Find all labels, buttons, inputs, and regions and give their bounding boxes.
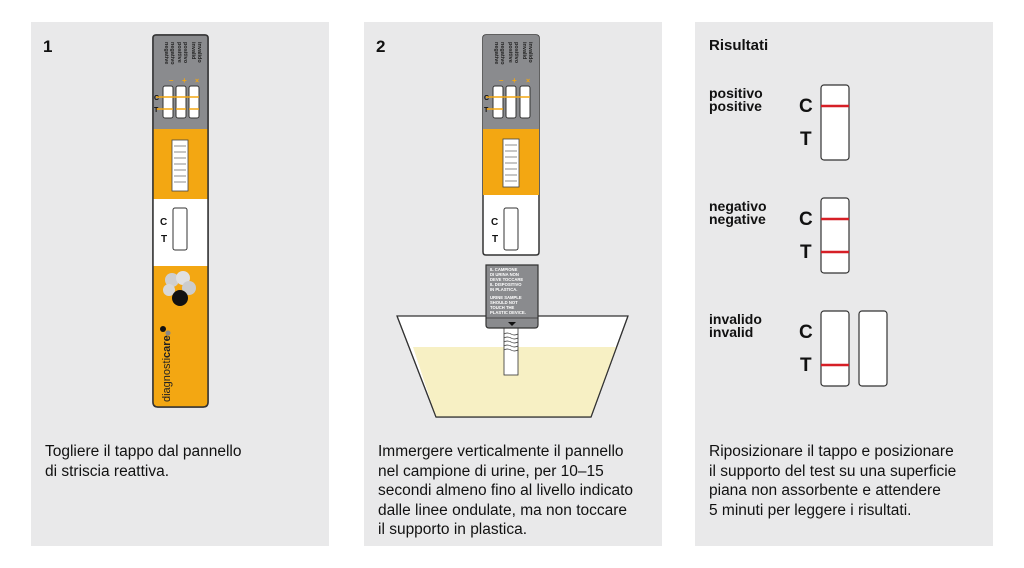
svg-text:positive: positive (507, 42, 513, 63)
svg-text:C: C (484, 95, 489, 102)
invalid-result-window-2 (858, 310, 888, 387)
caption-line: Togliere il tappo dal pannello (45, 443, 242, 460)
svg-text:T: T (492, 234, 498, 245)
svg-text:T: T (154, 107, 159, 114)
c-label: C (799, 209, 813, 230)
svg-text:C: C (154, 95, 159, 102)
svg-text:negativo: negativo (499, 42, 505, 65)
svg-text:invalido: invalido (196, 42, 202, 63)
caption-line: Immergere verticalmente il pannello (378, 443, 624, 460)
svg-text:URINE SAMPLE: URINE SAMPLE (490, 295, 522, 300)
svg-text:DI URINA NON: DI URINA NON (490, 272, 519, 277)
svg-text:positivo: positivo (182, 42, 188, 64)
result-negative-label: negativo negative (709, 198, 767, 227)
caption-line: il supporto in plastica. (378, 521, 528, 538)
invalid-result-window-1 (820, 310, 850, 387)
svg-text:invalid: invalid (190, 42, 196, 59)
svg-text:negativo: negativo (169, 42, 175, 65)
svg-text:–: – (169, 76, 174, 85)
results-panel: Risultati positivo positive negativo neg… (695, 22, 993, 546)
dipping-illustration: IL CAMPIONE DI URINA NON DEVE TOCCARE IL… (396, 34, 629, 418)
svg-text:negative: negative (163, 42, 169, 64)
step-2-number: 2 (376, 37, 386, 56)
svg-text:invalido: invalido (527, 42, 533, 63)
svg-text:IL DISPOSITIVO: IL DISPOSITIVO (490, 282, 522, 287)
svg-text:+: + (182, 76, 187, 85)
caption-line: Riposizionare il tappo e posizionare (709, 443, 954, 460)
svg-text:SHOULD NOT: SHOULD NOT (490, 300, 518, 305)
svg-text:positive: positive (176, 42, 182, 63)
positive-result-window (820, 84, 850, 161)
svg-text:+: + (512, 76, 517, 85)
t-label: T (800, 129, 812, 150)
step-1-panel: 1 negativo negative positivo positive in… (31, 22, 329, 546)
results-title: Risultati (709, 37, 769, 54)
svg-text:invalid: invalid (521, 42, 527, 59)
results-windows (820, 84, 888, 387)
caption-line: il supporto del test su una superficie (709, 462, 957, 480)
c-label: C (799, 322, 813, 343)
svg-text:C: C (491, 217, 498, 228)
svg-text:DEVE TOCCARE: DEVE TOCCARE (490, 277, 523, 282)
svg-text:×: × (195, 78, 199, 85)
results-caption: Riposizionare il tappo e posizionare il … (709, 442, 989, 520)
svg-text:T: T (161, 234, 167, 245)
c-label: C (799, 96, 813, 117)
caption-line: secondi almeno fino al livello indicato (378, 482, 634, 499)
caption-line: nel campione di urine, per 10–15 (378, 462, 604, 480)
svg-text:IN PLASTICA.: IN PLASTICA. (490, 287, 517, 292)
svg-text:IL CAMPIONE: IL CAMPIONE (490, 267, 518, 272)
step-1-caption: Togliere il tappo dal pannello di strisc… (45, 442, 325, 481)
svg-text:PLASTIC DEVICE.: PLASTIC DEVICE. (490, 310, 526, 315)
test-device-illustration: negativo negative positivo positive inva… (152, 34, 209, 408)
brand-logo: diagnosticare (161, 335, 173, 402)
svg-text:–: – (499, 76, 504, 85)
caption-line: di striscia reattiva. (45, 462, 170, 480)
caption-line: dalle linee ondulate, ma non toccare (378, 501, 628, 519)
result-invalid-label: invalido invalid (709, 311, 762, 340)
caption-line: piana non assorbente e attendere (709, 482, 941, 499)
svg-text:negative: negative (493, 42, 499, 64)
svg-text:T: T (484, 107, 489, 114)
svg-text:TOUCH THE: TOUCH THE (490, 305, 515, 310)
t-label: T (800, 355, 812, 376)
t-label: T (800, 242, 812, 263)
step-1-number: 1 (43, 37, 53, 56)
caption-line: 5 minuti per leggere i risultati. (709, 501, 912, 519)
result-positive-label: positivo positive (709, 85, 763, 114)
step-2-caption: Immergere verticalmente il pannello nel … (378, 442, 658, 540)
svg-text:×: × (526, 78, 530, 85)
step-2-panel: 2 IL CAMPIONE DI URINA NON DEVE TOCCARE … (364, 22, 662, 546)
negative-result-window (820, 197, 850, 274)
svg-text:positivo: positivo (513, 42, 519, 64)
svg-text:C: C (160, 217, 167, 228)
